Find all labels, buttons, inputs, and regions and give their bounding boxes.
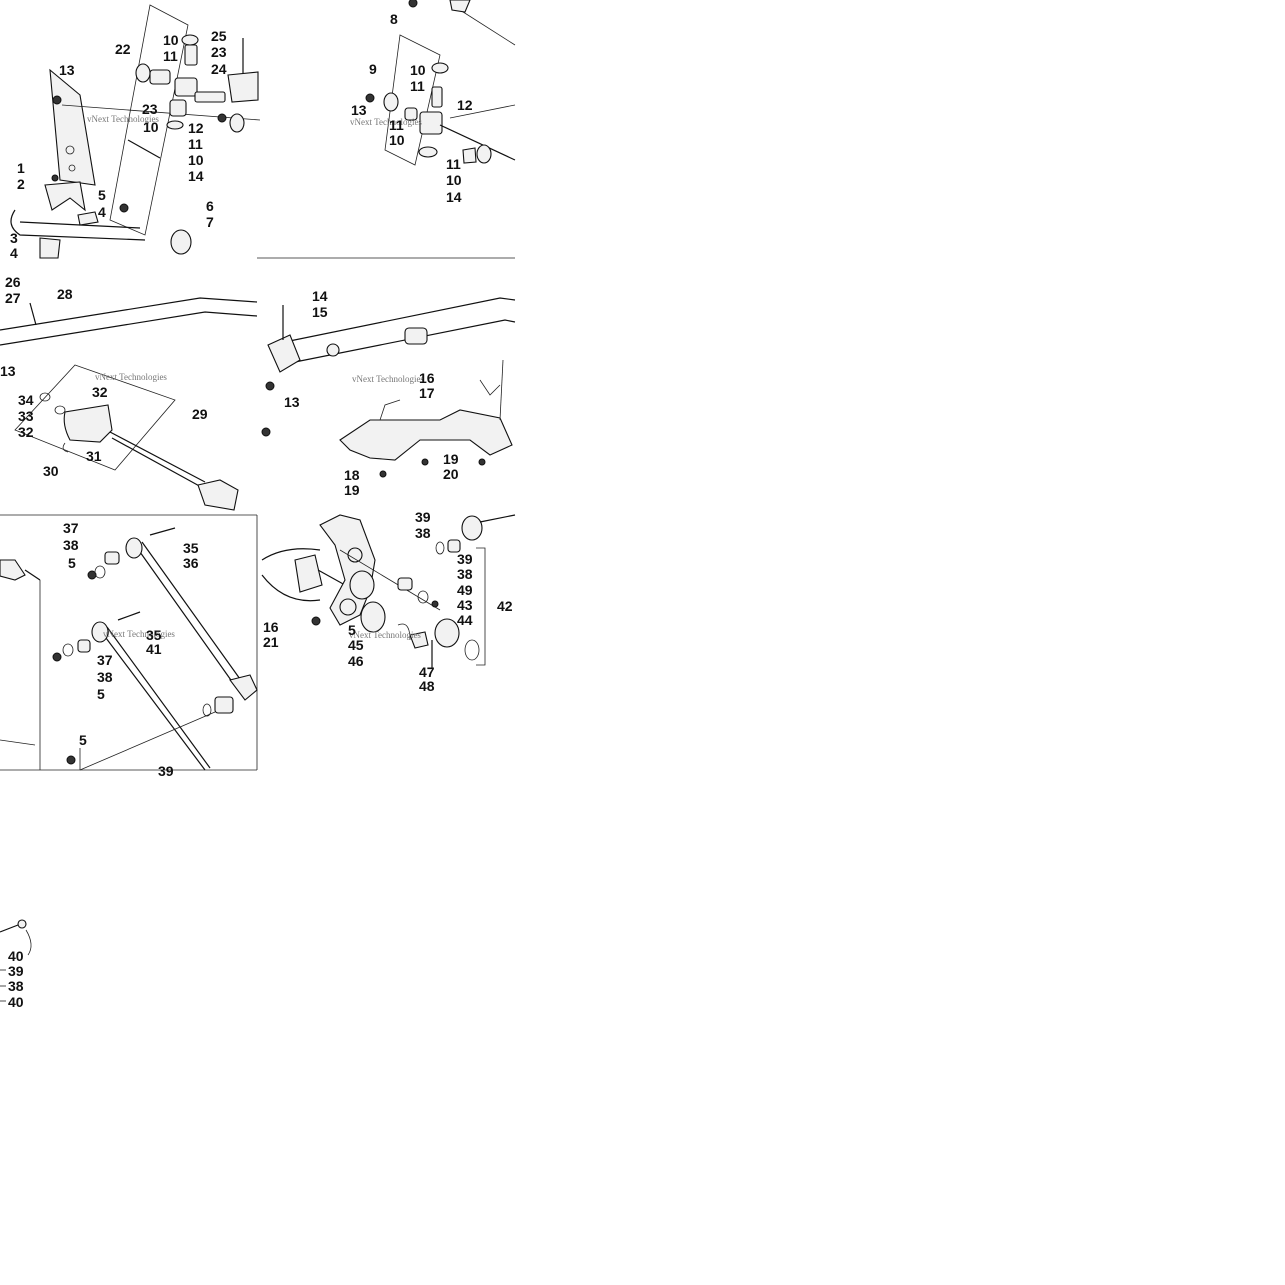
panel-mid-left: vNext Technologies 26 27 28 13 34 32 33 …	[0, 274, 258, 511]
callout-label: 32	[92, 384, 108, 400]
callout-label: 11	[188, 136, 203, 152]
callout-label: 39	[457, 551, 473, 567]
panel-low-left: vNext Technologies 37 38 35 5 36 35 41 3…	[0, 520, 258, 779]
callout-label: 3	[10, 230, 18, 246]
callout-label: 38	[8, 978, 24, 994]
callout-label: 4	[98, 204, 106, 220]
callout-label: 34	[18, 392, 34, 408]
callout-label: 11	[163, 48, 178, 64]
callout-label: 14	[188, 168, 204, 184]
callout-label: 38	[63, 537, 79, 553]
callout-label: 8	[390, 11, 398, 27]
callout-label: 39	[415, 509, 431, 525]
callout-label: 12	[457, 97, 473, 113]
callout-label: 23	[211, 44, 227, 60]
callout-label: 11	[410, 78, 425, 94]
callout-label: 41	[146, 641, 162, 657]
callout-label: 43	[457, 597, 473, 613]
callout-label: 20	[443, 466, 459, 482]
callout-label: 5	[97, 686, 105, 702]
callout-label: 19	[443, 451, 459, 467]
callout-label: 40	[8, 994, 24, 1010]
callout-label: 12	[188, 120, 204, 136]
callout-label: 10	[446, 172, 462, 188]
callout-label: 49	[457, 582, 473, 598]
callout-label: 24	[211, 61, 227, 77]
panel-bottom-strip: 40 39 38 40	[0, 919, 32, 1010]
watermark-text: vNext Technologies	[95, 372, 167, 382]
watermark-text: vNext Technologies	[103, 629, 175, 639]
watermark-text: vNext Technologies	[349, 630, 421, 640]
callout-label: 4	[10, 245, 18, 261]
callout-label: 35	[183, 540, 199, 556]
panel-frames	[0, 257, 515, 771]
callout-label: 10	[163, 32, 179, 48]
callout-label: 22	[115, 41, 131, 57]
callout-label: 47	[419, 664, 435, 680]
callout-label: 28	[57, 286, 73, 302]
callout-label: 2	[17, 176, 25, 192]
watermark-text: vNext Technologies	[352, 374, 424, 384]
callout-label: 33	[18, 408, 34, 424]
callout-label: 5	[68, 555, 76, 571]
callout-label: 19	[344, 482, 360, 498]
callout-label: 10	[389, 132, 405, 148]
callout-label: 13	[0, 363, 16, 379]
watermark-text: vNext Technologies	[87, 114, 159, 124]
callout-label: 39	[158, 763, 174, 779]
callout-label: 35	[146, 627, 162, 643]
watermark-text: vNext Technologies	[350, 117, 422, 127]
panel-top-right: vNext Technologies 8 9 10 11 12 13 11 10…	[350, 0, 516, 205]
callout-label: 31	[86, 448, 102, 464]
callout-label: 6	[206, 198, 214, 214]
panel-top-left: vNext Technologies 10 25 22 11 23 24 13 …	[10, 4, 261, 261]
callout-label: 44	[457, 612, 473, 628]
callout-label: 21	[263, 634, 279, 650]
callout-label: 46	[348, 653, 364, 669]
callout-label: 13	[351, 102, 367, 118]
callout-label: 29	[192, 406, 208, 422]
callout-label: 39	[8, 963, 24, 979]
callout-label: 14	[446, 189, 462, 205]
callout-label: 23	[142, 101, 158, 117]
callout-label: 5	[98, 187, 106, 203]
callout-label: 1	[17, 160, 25, 176]
callout-label: 15	[312, 304, 328, 320]
callout-label: 11	[389, 117, 404, 133]
callout-label: 13	[59, 62, 75, 78]
callout-label: 18	[344, 467, 360, 483]
callout-label: 37	[63, 520, 79, 536]
callout-label: 25	[211, 28, 227, 44]
callout-label: 27	[5, 290, 21, 306]
callout-label: 10	[143, 119, 159, 135]
panel-low-right: vNext Technologies 39 38 39 38 49 42 43 …	[261, 509, 516, 694]
callout-label: 13	[284, 394, 300, 410]
callout-label: 10	[410, 62, 426, 78]
callout-label: 9	[369, 61, 377, 77]
panel-mid-right: vNext Technologies 14 15 16 17 13 18 19 …	[261, 288, 516, 498]
callout-label: 14	[312, 288, 328, 304]
callout-label: 16	[419, 370, 435, 386]
callout-label: 17	[419, 385, 435, 401]
callout-label: 26	[5, 274, 21, 290]
callout-label: 5	[348, 622, 356, 638]
callout-label: 11	[446, 156, 461, 172]
callout-label: 16	[263, 619, 279, 635]
callout-label: 32	[18, 424, 34, 440]
callout-label: 48	[419, 678, 435, 694]
callout-label: 30	[43, 463, 59, 479]
callout-label: 38	[457, 566, 473, 582]
callout-label: 38	[415, 525, 431, 541]
callout-label: 38	[97, 669, 113, 685]
callout-label: 10	[188, 152, 204, 168]
callout-label: 37	[97, 652, 113, 668]
callout-label: 7	[206, 214, 214, 230]
callout-label: 40	[8, 948, 24, 964]
callout-label: 36	[183, 555, 199, 571]
callout-label: 42	[497, 598, 513, 614]
callout-label: 45	[348, 637, 364, 653]
callout-label: 5	[79, 732, 87, 748]
